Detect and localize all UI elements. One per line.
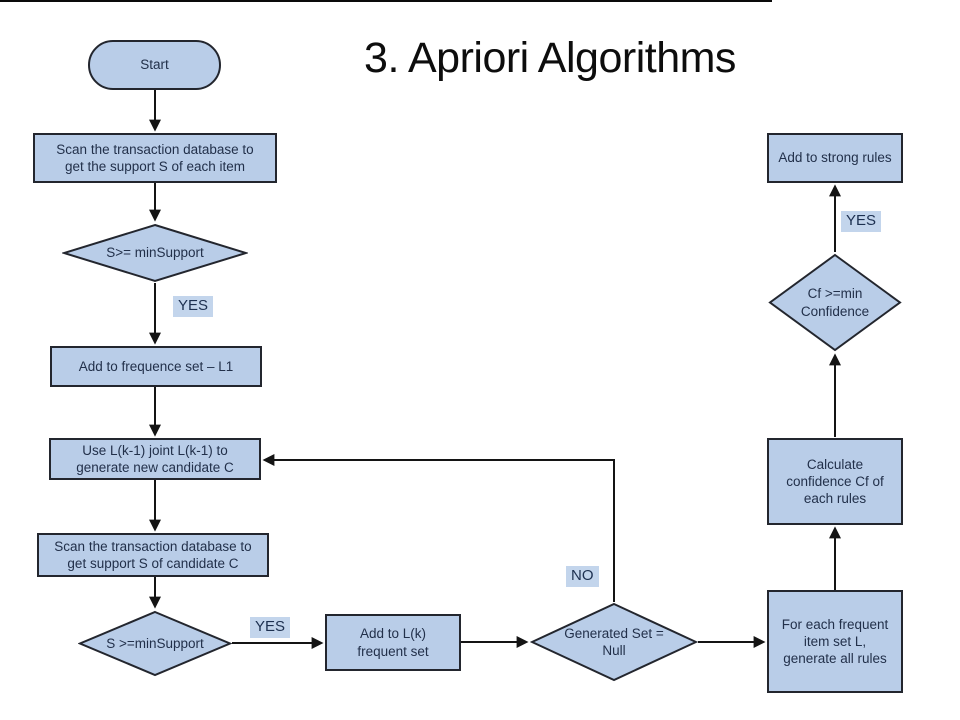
slide-title: 3. Apriori Algorithms [364,34,736,82]
diamond-shape [62,223,248,283]
diamond-shape [530,602,698,682]
flow-decision-min-support-1-label: S>= minSupport [106,245,204,261]
flow-decision-generated-set-null: Generated Set = Null [530,602,698,682]
diamond-shape [768,253,902,352]
flow-node-add-lk-frequent-set: Add to L(k) frequent set [325,614,461,671]
flow-node-scan-db-support-candidates-label: Scan the transaction database to get sup… [54,538,252,571]
flow-decision-min-support-2: S >=minSupport [78,610,232,677]
flow-node-for-each-frequent-itemset: For each frequent item set L, generate a… [767,590,903,693]
flow-node-add-frequence-set-l1: Add to frequence set – L1 [50,346,262,387]
flow-node-add-strong-rules-label: Add to strong rules [778,150,892,166]
flow-node-calculate-confidence: Calculate confidence Cf of each rules [767,438,903,525]
flow-node-start: Start [88,40,221,90]
flow-node-add-strong-rules: Add to strong rules [767,133,903,183]
edge-label-yes-min-support-1: YES [173,296,214,317]
flow-node-generate-candidates-label: Use L(k-1) joint L(k-1) to generate new … [76,442,234,475]
flow-decision-min-support-1: S>= minSupport [62,223,248,283]
flow-node-scan-db-support-items-label: Scan the transaction database to get the… [56,141,254,174]
edge-label-yes-min-support-2: YES [250,617,291,638]
flow-node-add-lk-frequent-set-label: Add to L(k) frequent set [357,626,429,659]
flow-node-start-label: Start [140,57,169,73]
flow-decision-generated-set-null-label: Generated Set = Null [564,625,664,658]
flow-node-add-frequence-set-l1-label: Add to frequence set – L1 [78,358,234,374]
flow-decision-min-confidence: Cf >=min Confidence [768,253,902,352]
flow-node-generate-candidates: Use L(k-1) joint L(k-1) to generate new … [49,438,261,480]
flow-node-calculate-confidence-label: Calculate confidence Cf of each rules [786,456,884,507]
edge-label-no-generated-set: NO [566,566,599,587]
arrow-generatedset-no-loop [262,454,615,602]
flow-decision-min-support-2-label: S >=minSupport [106,635,204,651]
flow-node-scan-db-support-items: Scan the transaction database to get the… [33,133,277,183]
edge-label-yes-min-confidence: YES [841,211,882,232]
flow-node-for-each-frequent-itemset-label: For each frequent item set L, generate a… [781,616,889,667]
top-edge-artifact [0,0,772,2]
diamond-shape [78,610,232,677]
flow-decision-min-confidence-label: Cf >=min Confidence [800,286,870,319]
flow-node-scan-db-support-candidates: Scan the transaction database to get sup… [37,533,269,577]
